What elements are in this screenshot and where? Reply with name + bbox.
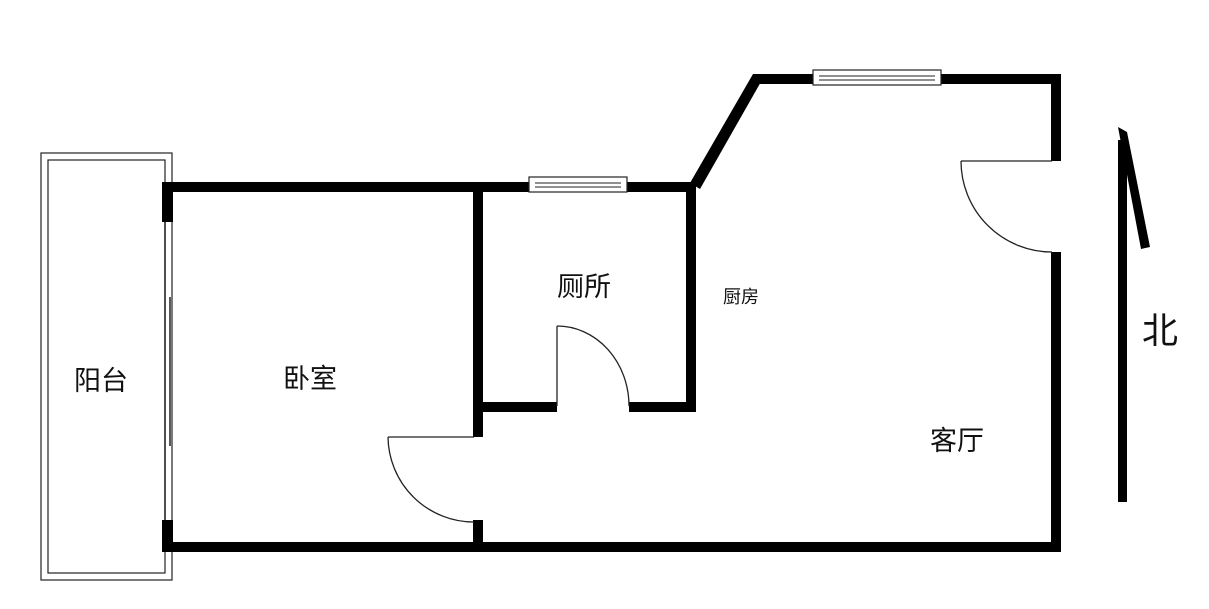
toilet-bottom-wall-right bbox=[629, 402, 696, 412]
bedroom-partition-stub bbox=[473, 520, 483, 552]
bottom-wall bbox=[162, 542, 1061, 552]
living-room-window bbox=[812, 69, 942, 86]
north-label: 北 bbox=[1142, 311, 1178, 352]
walls bbox=[162, 74, 1061, 552]
toilet-door bbox=[556, 325, 630, 407]
bedroom-partition-wall bbox=[473, 182, 483, 437]
living-room-right-wall-lower bbox=[1051, 252, 1061, 552]
bedroom-top-wall bbox=[162, 182, 694, 192]
toilet-window bbox=[528, 176, 628, 193]
living-room-right-wall-upper bbox=[1051, 74, 1061, 161]
bedroom-left-wall-lower bbox=[162, 520, 173, 552]
bedroom-left-wall-upper bbox=[162, 182, 173, 222]
diagonal-wall bbox=[690, 74, 762, 189]
sliding-door bbox=[164, 222, 171, 520]
bedroom-label: 卧室 bbox=[283, 364, 337, 395]
north-arrow-icon bbox=[1118, 127, 1150, 502]
kitchen-label: 厨房 bbox=[723, 287, 759, 308]
toilet-label: 厕所 bbox=[557, 272, 611, 303]
bedroom-door bbox=[387, 436, 475, 523]
toilet-right-wall bbox=[686, 182, 696, 412]
living-room-label: 客厅 bbox=[930, 426, 984, 457]
toilet-bottom-wall-left bbox=[473, 402, 557, 412]
balcony-outer-frame bbox=[40, 152, 173, 581]
entrance-door bbox=[960, 160, 1053, 253]
balcony-label: 阳台 bbox=[74, 366, 128, 397]
